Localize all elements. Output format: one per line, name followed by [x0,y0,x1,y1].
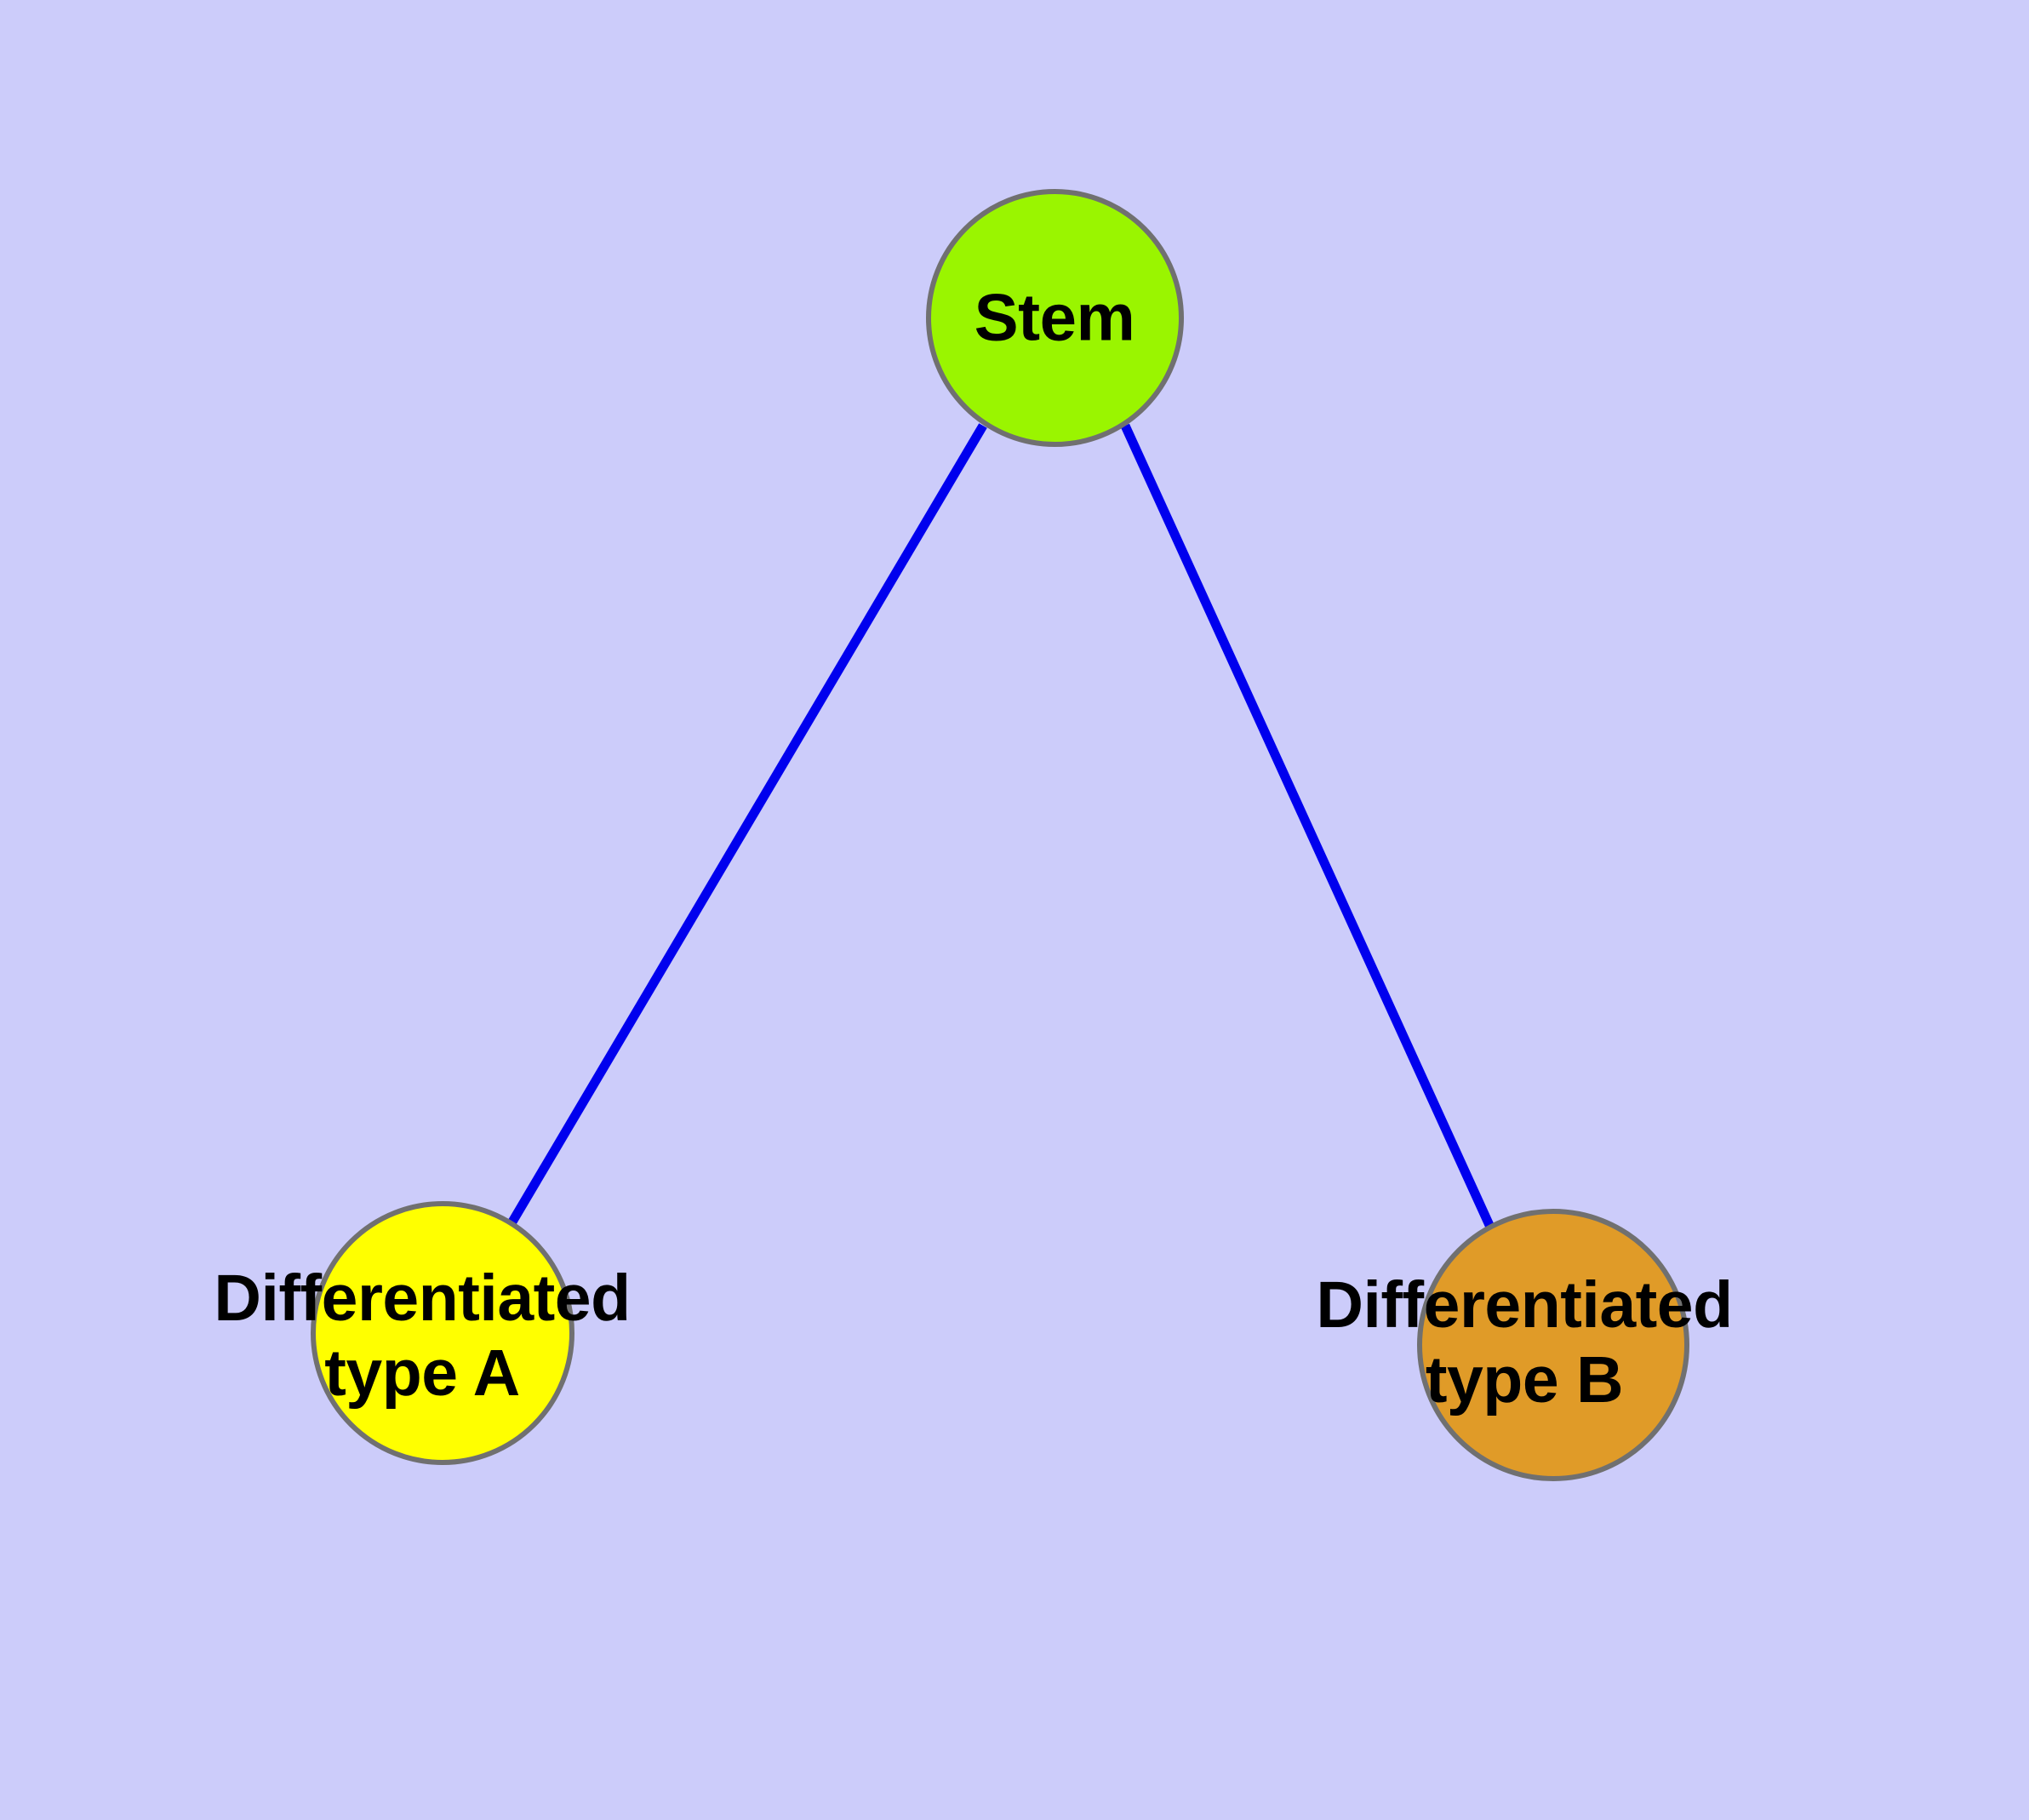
node-label-stem: Stem [974,279,1135,355]
node-stem[interactable] [926,189,1184,447]
edge-stem-to-differentiated-type-b [1120,423,1498,1235]
node-differentiated-type-a[interactable] [311,1201,574,1465]
node-label-differentiated-type-b: Differentiated type B [1316,1268,1733,1417]
edge-stem-to-differentiated-type-a [507,423,987,1226]
node-differentiated-type-b[interactable] [1417,1209,1689,1481]
node-label-differentiated-type-a: Differentiated type A [214,1262,631,1410]
